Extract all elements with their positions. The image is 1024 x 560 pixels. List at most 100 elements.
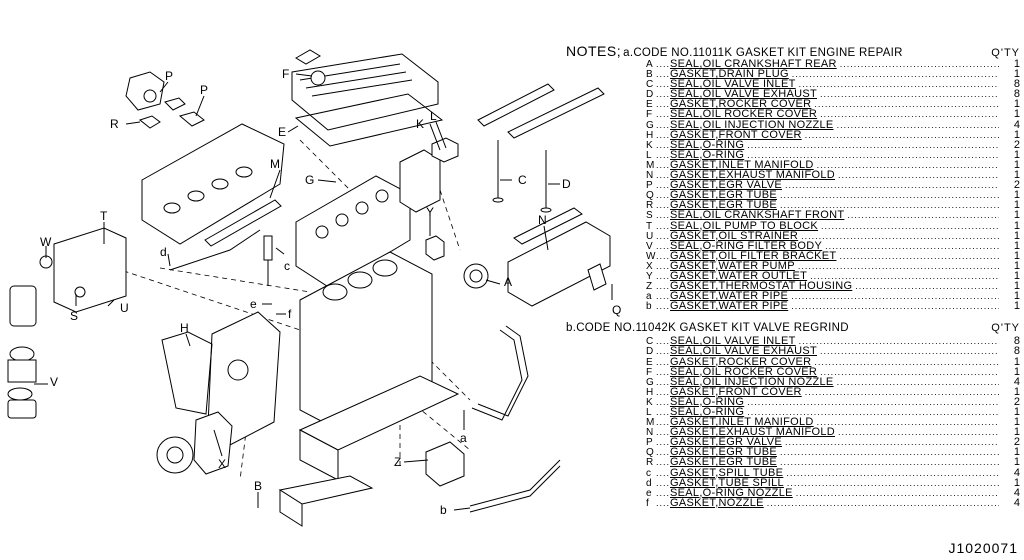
callout-u: U <box>120 301 129 315</box>
callout-q: Q <box>612 303 621 317</box>
oil-pump <box>39 227 127 313</box>
leader-dots: ........................................… <box>814 356 999 367</box>
item-description: SEAL,O-RING <box>670 148 745 161</box>
item-key: d <box>646 477 652 489</box>
list-item: N...............GASKET,EXHAUST MANIFOLD.… <box>646 427 1022 438</box>
item-description: GASKET,NOZZLE <box>670 496 764 509</box>
item-key: Q <box>646 447 654 459</box>
item-description: GASKET,EGR TUBE <box>670 456 777 469</box>
leader-dots: ............... <box>656 281 670 292</box>
item-key: H <box>646 129 654 141</box>
item-description: GASKET,EGR VALVE <box>670 436 782 449</box>
item-key: B <box>646 69 653 81</box>
item-key: M <box>646 159 655 171</box>
item-key: E <box>646 356 653 368</box>
item-description: SEAL,OIL VALVE EXHAUST <box>670 345 818 358</box>
list-item: N...............GASKET,EXHAUST MANIFOLD.… <box>646 169 1022 182</box>
list-item: H...............GASKET,FRONT COVER......… <box>646 386 1022 397</box>
item-qty: 4 <box>1013 496 1020 509</box>
leader-dots: ............... <box>656 79 670 90</box>
kit-a-qty-header: Q'TY <box>991 47 1020 59</box>
leader-dots: ............... <box>656 407 670 417</box>
leader-dots: ............... <box>656 190 670 201</box>
list-item: Q...............GASKET,EGR TUBE.........… <box>646 190 1022 201</box>
leader-dots: ........................................… <box>820 346 999 357</box>
item-qty: 1 <box>1013 290 1020 303</box>
list-item: U...............GASKET,OIL STRAINER.....… <box>646 229 1022 242</box>
item-qty: 8 <box>1013 345 1020 358</box>
leader-dots: ........................................… <box>821 220 999 231</box>
leader-dots: ............... <box>656 301 670 312</box>
leader-dots: ............... <box>656 170 670 181</box>
item-qty: 1 <box>1013 199 1020 212</box>
item-description: SEAL,OIL VALVE INLET <box>670 78 796 91</box>
leader-dots: ........................................… <box>814 99 999 110</box>
list-item: C...............SEAL,OIL VALVE INLET....… <box>646 78 1022 91</box>
leader-dots: ............... <box>656 230 670 241</box>
item-description: GASKET,EGR VALVE <box>670 179 782 192</box>
leader-dots: ............... <box>656 149 670 160</box>
item-key: P <box>646 437 653 449</box>
camshafts <box>477 83 605 139</box>
callout-p2: P <box>200 83 208 97</box>
leader-dots: ........................................… <box>785 437 999 448</box>
item-qty: 2 <box>1013 138 1020 151</box>
callout-b-upper: B <box>254 479 262 493</box>
leader-dots: ............... <box>656 457 670 468</box>
leader-dots: ............... <box>656 467 670 478</box>
list-item: e...............SEAL,O-RING NOZZLE......… <box>646 486 1022 499</box>
item-key: G <box>646 376 654 388</box>
item-qty: 1 <box>1013 476 1020 489</box>
leader-dots: ........................................… <box>797 260 999 271</box>
callout-r: R <box>110 117 119 131</box>
callout-w: W <box>40 235 52 249</box>
leader-dots: ........................................… <box>780 447 999 458</box>
list-item: R...............GASKET,EGR TUBE.........… <box>646 456 1022 469</box>
item-key: Z <box>646 281 653 293</box>
leader-dots: ............... <box>656 497 670 508</box>
list-item: E...............GASKET,ROCKER COVER.....… <box>646 356 1022 368</box>
item-description: SEAL,O-RING NOZZLE <box>670 486 793 499</box>
kit-a-header: NOTES; a.CODE NO.11011K GASKET KIT ENGIN… <box>566 44 1022 59</box>
item-key: L <box>646 407 652 418</box>
callout-leaders <box>34 73 613 511</box>
list-item: a...............GASKET,WATER PIPE.......… <box>646 290 1022 303</box>
item-key: D <box>646 89 654 101</box>
callout-f-upper: F <box>282 67 289 81</box>
item-description: GASKET,OIL STRAINER <box>670 229 799 242</box>
spill-tube <box>169 229 261 271</box>
leader-dots: ........................................… <box>816 159 999 170</box>
leader-dots: ............... <box>656 417 670 428</box>
item-description: GASKET,EXHAUST MANIFOLD <box>670 169 836 182</box>
kit-a-list: A...............SEAL,OIL CRANKSHAFT REAR… <box>646 58 1022 312</box>
thermostat-housing <box>425 441 465 487</box>
list-item: M...............GASKET,INLET MANIFOLD...… <box>646 158 1022 171</box>
leader-dots: ........................................… <box>839 59 999 69</box>
item-key: V <box>646 240 653 252</box>
list-item: F...............SEAL,OIL ROCKER COVER...… <box>646 108 1022 121</box>
list-item: Y...............GASKET,WATER OUTLET.....… <box>646 269 1022 282</box>
exhaust-manifold <box>507 221 611 307</box>
item-qty: 1 <box>1013 108 1020 121</box>
leader-dots: ........................................… <box>798 336 999 347</box>
item-qty: 1 <box>1013 269 1020 282</box>
leader-dots: ............... <box>656 119 670 130</box>
leader-dots: ............... <box>656 437 670 448</box>
item-qty: 1 <box>1013 148 1020 161</box>
item-key: K <box>646 396 653 408</box>
list-item: D...............SEAL,OIL VALVE EXHAUST..… <box>646 345 1022 358</box>
list-item: G...............SEAL,OIL INJECTION NOZZL… <box>646 119 1022 130</box>
item-key: S <box>646 210 653 222</box>
item-key: E <box>646 99 653 111</box>
item-qty: 1 <box>1013 158 1020 171</box>
callout-labels: F E G R P P M K L C D N Q A Y T W S U V … <box>40 67 621 517</box>
list-item: F...............SEAL,OIL ROCKER COVER...… <box>646 366 1022 377</box>
callout-c-upper: C <box>518 173 527 187</box>
item-qty: 1 <box>1013 416 1020 429</box>
item-qty: 8 <box>1013 335 1020 348</box>
leader-dots: ........................................… <box>804 129 999 140</box>
leader-dots: ........................................… <box>747 407 999 417</box>
item-key: c <box>646 467 651 479</box>
leader-dots: ............... <box>656 250 670 261</box>
